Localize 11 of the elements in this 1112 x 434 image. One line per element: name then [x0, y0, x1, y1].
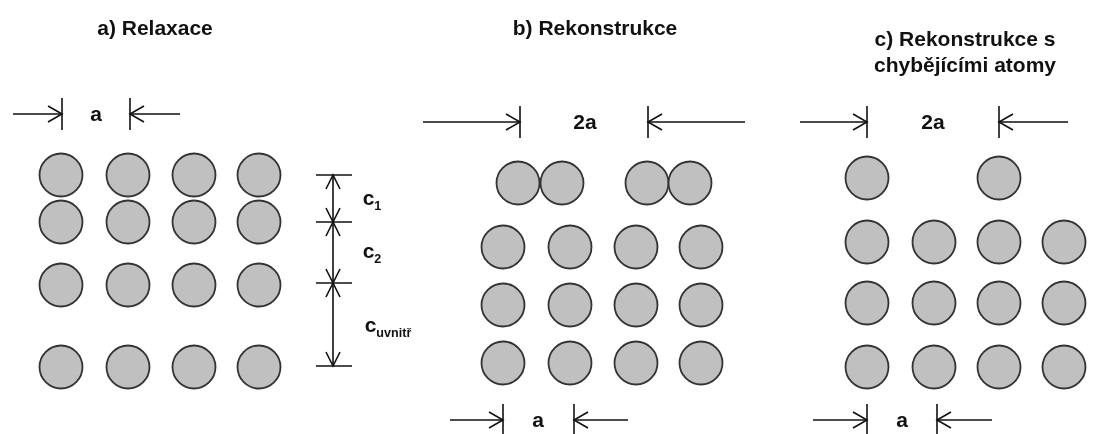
dimension-label: c$_{1}$ — [362, 185, 382, 215]
panel-title: a) Relaxace — [97, 14, 213, 41]
dimension-label: a — [532, 406, 544, 433]
dimension-label: a — [896, 406, 908, 433]
panel-title: b) Rekonstrukce — [512, 14, 678, 41]
panel-title: c) Rekonstrukce s chybějícími atomy — [872, 25, 1058, 78]
dimension-label: c$_{uvnitř}$ — [364, 312, 412, 342]
dimension-label: 2a — [921, 108, 945, 135]
dimension-label: c$_{2}$ — [362, 238, 382, 268]
dimension-label: a — [90, 100, 102, 127]
dimension-label: 2a — [573, 108, 597, 135]
